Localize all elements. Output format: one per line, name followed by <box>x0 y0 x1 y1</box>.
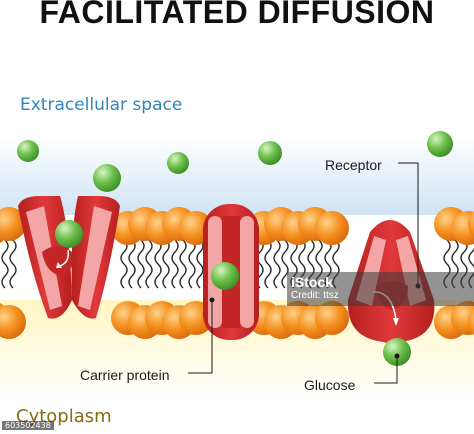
glucose-label: Glucose <box>304 377 356 393</box>
phospholipid-head <box>468 211 474 237</box>
diagram-title: FACILITATED DIFFUSION <box>39 0 435 30</box>
lipid-tail <box>120 239 128 289</box>
phospholipid-head <box>315 211 349 245</box>
phospholipid-head <box>0 305 26 339</box>
glucose-molecule <box>258 141 282 165</box>
glucose-molecule <box>211 262 239 290</box>
extracellular-background <box>0 135 474 215</box>
watermark-brand: iStock <box>291 274 334 290</box>
carrier-leader <box>188 300 213 374</box>
channel-protein-right-core <box>78 206 112 310</box>
carrier-protein-right-bar <box>240 216 254 328</box>
lipid-tail <box>188 239 196 289</box>
watermark: iStock Credit: ttsz <box>287 272 474 306</box>
lipid-tail <box>179 239 187 289</box>
glucose-molecule <box>93 164 121 192</box>
lipid-tail <box>137 239 145 289</box>
lipid-tail <box>281 239 289 289</box>
stock-id: 603502438 <box>2 421 54 430</box>
lipid-tail <box>128 239 136 289</box>
phospholipid-head <box>0 207 26 241</box>
extracellular-space-label: Extracellular space <box>20 95 183 115</box>
carrier-protein-label: Carrier protein <box>80 367 170 383</box>
channel-arrow <box>59 249 70 267</box>
watermark-credit: Credit: ttsz <box>291 290 339 301</box>
phospholipid-head <box>451 301 474 335</box>
glucose-leader-dot <box>394 353 400 359</box>
receptor-label: Receptor <box>325 157 382 173</box>
phospholipid-bilayer <box>0 207 474 339</box>
lipid-tail <box>1 239 9 289</box>
phospholipid-head <box>468 309 474 335</box>
glucose-molecule <box>17 140 39 162</box>
lipid-tail <box>145 239 153 289</box>
phospholipid-head <box>315 301 349 335</box>
glucose-molecule <box>167 152 189 174</box>
receptor-leader <box>398 162 419 286</box>
glucose-molecule <box>427 131 453 157</box>
phospholipid-head <box>451 211 474 245</box>
receptor-arrow-head <box>393 318 399 326</box>
channel-protein <box>18 196 120 319</box>
lipid-tail <box>273 239 281 289</box>
channel-arrow-head <box>56 262 62 268</box>
channel-binding-site <box>42 246 73 276</box>
lipid-tail <box>264 239 272 289</box>
lipid-tail <box>162 239 170 289</box>
glucose-molecule <box>55 220 83 248</box>
glucose-molecule <box>383 338 411 366</box>
lipid-tail <box>9 239 17 289</box>
lipid-tail <box>196 239 204 289</box>
carrier-leader-dot <box>209 297 215 303</box>
glucose-molecules <box>17 131 453 366</box>
glucose-leader <box>374 356 398 384</box>
leader-lines <box>188 162 421 384</box>
lipid-tail <box>171 239 179 289</box>
lipid-tail <box>154 239 162 289</box>
